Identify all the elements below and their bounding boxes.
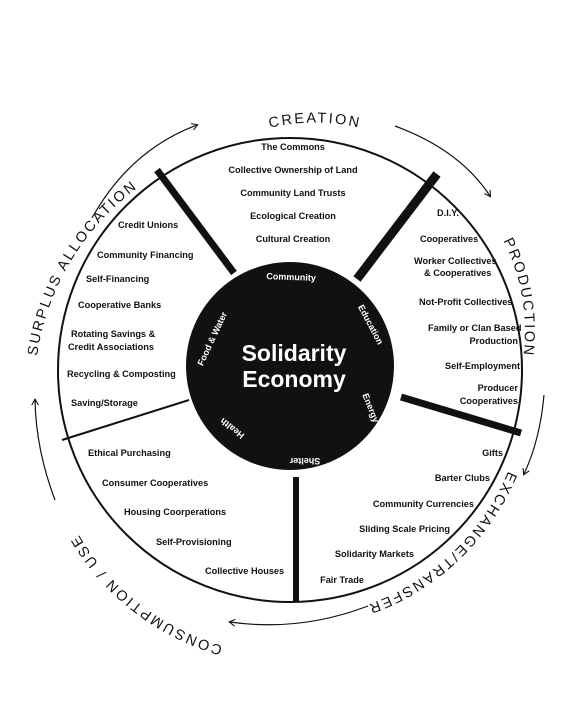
list-item: Worker Collectives bbox=[414, 256, 497, 266]
arrow-surplus-to-creation bbox=[91, 123, 199, 219]
list-item: Cooperatives bbox=[420, 234, 478, 244]
list-item: Solidarity Markets bbox=[335, 549, 414, 559]
center-title-line2: Economy bbox=[242, 366, 346, 392]
list-item: & Cooperatives bbox=[424, 268, 491, 278]
production-sector: D.I.Y. Cooperatives Worker Collectives &… bbox=[414, 208, 521, 406]
arrow-creation-to-production bbox=[394, 125, 492, 198]
exchange-sector: Gifts Barter Clubs Community Currencies … bbox=[320, 448, 503, 585]
list-item: Collective Ownership of Land bbox=[228, 165, 357, 175]
list-item: Self-Provisioning bbox=[156, 537, 232, 547]
divider-consumption-surplus bbox=[61, 399, 190, 441]
list-item: Family or Clan Based bbox=[428, 323, 521, 333]
list-item: Credit Unions bbox=[118, 220, 178, 230]
surplus-sector: Credit Unions Community Financing Self-F… bbox=[67, 220, 193, 408]
list-item: The Commons bbox=[261, 142, 325, 152]
list-item: Self-Employment bbox=[445, 361, 520, 371]
arrow-consumption-to-surplus bbox=[31, 398, 56, 501]
list-item: Recycling & Composting bbox=[67, 369, 176, 379]
list-item: Sliding Scale Pricing bbox=[359, 524, 450, 534]
list-item: Housing Coorperations bbox=[124, 507, 226, 517]
list-item: Gifts bbox=[482, 448, 503, 458]
stage-label-exchange: EXCHANGE/TRANSFER bbox=[365, 469, 519, 616]
list-item: D.I.Y. bbox=[437, 208, 459, 218]
list-item: Community Land Trusts bbox=[240, 188, 345, 198]
list-item: Ecological Creation bbox=[250, 211, 336, 221]
list-item: Cooperatives bbox=[460, 396, 518, 406]
center-hub bbox=[186, 262, 394, 470]
consumption-sector: Ethical Purchasing Consumer Cooperatives… bbox=[88, 448, 284, 576]
list-item: Cultural Creation bbox=[256, 234, 331, 244]
list-item: Ethical Purchasing bbox=[88, 448, 171, 458]
arrow-exchange-to-consumption bbox=[228, 605, 369, 627]
sector-dividers bbox=[61, 167, 523, 602]
list-item: Collective Houses bbox=[205, 566, 284, 576]
list-item: Community Currencies bbox=[373, 499, 474, 509]
list-item: Community Financing bbox=[97, 250, 193, 260]
list-item: Rotating Savings & bbox=[71, 329, 156, 339]
center-title-line1: Solidarity bbox=[242, 340, 347, 366]
list-item: Credit Associations bbox=[68, 342, 154, 352]
list-item: Consumer Cooperatives bbox=[102, 478, 208, 488]
stage-label-creation: CREATION bbox=[267, 111, 362, 132]
creation-sector: The Commons Collective Ownership of Land… bbox=[228, 142, 357, 244]
stage-label-consumption: CONSUMPTION / USE bbox=[68, 531, 224, 657]
center-label-community: Community bbox=[266, 271, 316, 283]
divider-creation-production bbox=[353, 171, 441, 282]
list-item: Barter Clubs bbox=[435, 473, 490, 483]
center-label-shelter: Shelter bbox=[289, 456, 320, 466]
list-item: Cooperative Banks bbox=[78, 300, 161, 310]
list-item: Fair Trade bbox=[320, 575, 364, 585]
list-item: Self-Financing bbox=[86, 274, 149, 284]
outer-ring bbox=[57, 137, 523, 603]
list-item: Saving/Storage bbox=[71, 398, 138, 408]
list-item: Not-Profit Collectives bbox=[419, 297, 512, 307]
list-item: Production bbox=[470, 336, 519, 346]
divider-production-exchange bbox=[399, 393, 523, 437]
arrow-production-to-exchange bbox=[522, 394, 545, 476]
list-item: Producer bbox=[478, 383, 519, 393]
cycle-arrows bbox=[31, 123, 545, 627]
divider-creation-surplus bbox=[154, 167, 237, 276]
